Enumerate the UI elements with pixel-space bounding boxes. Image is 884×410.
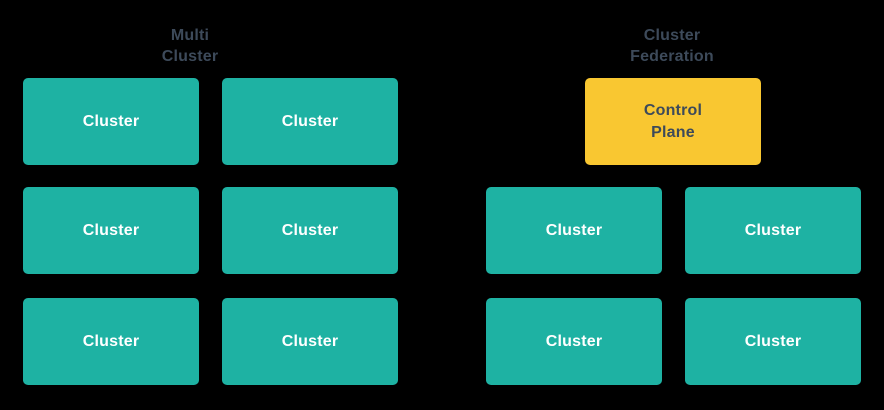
cluster-box-label: Cluster: [281, 221, 339, 239]
control-plane-label-line2: Plane: [651, 123, 695, 141]
cluster-federation-title: Cluster Federation: [572, 25, 772, 67]
control-plane-box: Control Plane: [585, 78, 761, 165]
federation-cluster-box-2: Cluster: [685, 187, 861, 274]
cluster-box-label: Cluster: [82, 221, 140, 239]
cluster-federation-title-line2: Federation: [630, 48, 714, 65]
cluster-box-label: Cluster: [82, 112, 140, 130]
multi-cluster-title-line1: Multi: [170, 27, 210, 44]
multi-cluster-box-1: Cluster: [23, 78, 199, 165]
cluster-box-label: Cluster: [545, 221, 603, 239]
multi-cluster-title-line2: Cluster: [161, 48, 219, 65]
cluster-box-label: Cluster: [744, 332, 802, 350]
federation-cluster-box-4: Cluster: [685, 298, 861, 385]
multi-cluster-box-3: Cluster: [23, 187, 199, 274]
multi-cluster-box-5: Cluster: [23, 298, 199, 385]
cluster-box-label: Cluster: [744, 221, 802, 239]
multi-cluster-box-2: Cluster: [222, 78, 398, 165]
cluster-box-label: Cluster: [281, 112, 339, 130]
control-plane-label-line1: Control: [643, 101, 703, 119]
multi-cluster-title: Multi Cluster: [90, 25, 290, 67]
multi-cluster-box-6: Cluster: [222, 298, 398, 385]
cluster-box-label: Cluster: [82, 332, 140, 350]
multi-cluster-box-4: Cluster: [222, 187, 398, 274]
cluster-federation-title-line1: Cluster: [643, 27, 701, 44]
federation-cluster-box-3: Cluster: [486, 298, 662, 385]
cluster-box-label: Cluster: [281, 332, 339, 350]
cluster-box-label: Cluster: [545, 332, 603, 350]
federation-cluster-box-1: Cluster: [486, 187, 662, 274]
control-plane-label: Control Plane: [644, 100, 702, 144]
